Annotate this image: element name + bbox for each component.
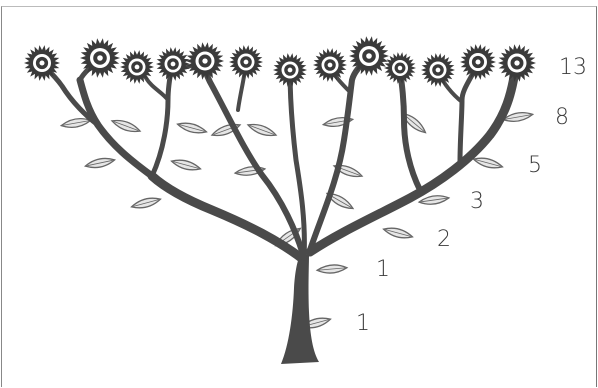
leaf <box>317 264 348 275</box>
flower-center-dot <box>97 55 103 61</box>
branch-main-left <box>152 176 304 260</box>
leaf <box>111 117 142 135</box>
leaf <box>130 195 161 210</box>
flower-center-dot <box>366 53 372 59</box>
flower-center-dot <box>171 62 176 67</box>
leaf <box>84 156 115 170</box>
leaf <box>170 157 201 172</box>
flower-head <box>460 44 496 80</box>
count-label-1-lower: 1 <box>356 313 370 335</box>
flower-center-dot <box>202 58 207 63</box>
leaf <box>472 155 503 170</box>
flower-head <box>229 45 263 79</box>
flower-center-dot <box>436 68 441 73</box>
flower-center-dot <box>475 59 480 64</box>
flower-head <box>313 48 347 82</box>
leaf <box>382 225 413 240</box>
flower-center-dot <box>39 60 44 65</box>
flower-head <box>156 47 190 81</box>
count-label-8: 8 <box>555 107 569 129</box>
flower-head <box>498 44 536 82</box>
flowers-group <box>24 36 536 87</box>
flower-head <box>384 52 416 84</box>
main-trunk <box>281 255 319 364</box>
flower-head <box>273 53 307 87</box>
count-label-5: 5 <box>528 155 542 177</box>
flower-head <box>421 53 455 87</box>
flower-center-dot <box>135 65 140 70</box>
stems-group <box>42 58 516 364</box>
count-label-2: 2 <box>437 229 451 251</box>
count-label-13: 13 <box>559 57 587 79</box>
count-label-3: 3 <box>470 191 484 213</box>
flower-center-dot <box>328 63 333 68</box>
leaf <box>176 120 207 135</box>
leaf <box>247 121 278 139</box>
flower-head <box>186 42 224 80</box>
flower-center-dot <box>398 66 402 70</box>
flower-center-dot <box>288 68 293 73</box>
count-label-1-upper: 1 <box>376 259 390 281</box>
flower-center-dot <box>244 60 249 65</box>
branch-left-inner <box>152 66 172 176</box>
flower-center-dot <box>514 60 519 65</box>
